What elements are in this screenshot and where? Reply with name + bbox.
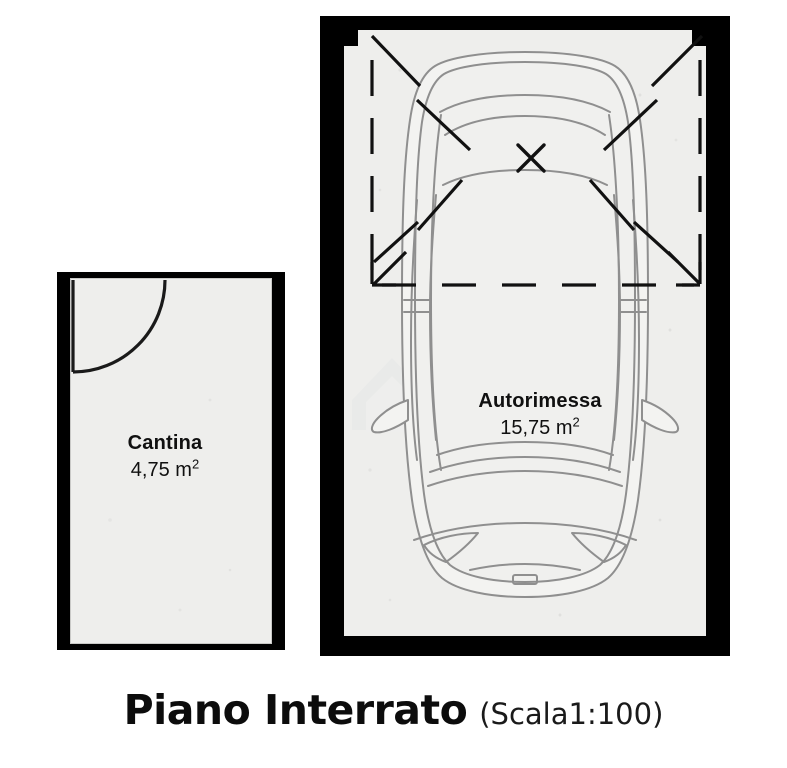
room-autorimessa bbox=[320, 16, 730, 656]
car-license-plate bbox=[512, 574, 538, 585]
clearance-arrow-outer-top-left bbox=[370, 34, 422, 88]
car-bumper-line bbox=[413, 522, 637, 541]
car-side-skirt-right bbox=[632, 199, 640, 461]
autorimessa-room-area: 15,75 m2 bbox=[440, 414, 640, 440]
clearance-arrow-mid-left-upper bbox=[416, 178, 464, 232]
cantina-inner-outline bbox=[70, 278, 272, 644]
car-headlight-right bbox=[571, 532, 627, 563]
car-rear-window-edge bbox=[439, 94, 611, 113]
car-grille bbox=[469, 563, 581, 571]
car-window-left bbox=[429, 194, 437, 441]
car-cabin-front-edge bbox=[436, 441, 614, 456]
center-x-icon bbox=[516, 143, 546, 173]
cantina-room-name: Cantina bbox=[127, 432, 203, 454]
cantina-area-exponent: 2 bbox=[191, 456, 200, 472]
room-label-autorimessa: Autorimessa 15,75 m2 bbox=[440, 390, 640, 440]
autorimessa-wall-top bbox=[320, 16, 730, 30]
room-label-cantina: Cantina 4,75 m2 bbox=[60, 432, 270, 482]
plan-title: Piano Interrato (Scala1:100) bbox=[0, 686, 787, 734]
car-window-right bbox=[613, 194, 621, 441]
car-roof bbox=[414, 61, 636, 583]
clearance-arrow-mid-left-lower bbox=[372, 220, 420, 264]
car-top-view bbox=[370, 51, 680, 598]
car-side-skirt-left bbox=[410, 199, 418, 461]
autorimessa-wall-bottom bbox=[320, 636, 730, 656]
car-mirror-right bbox=[641, 399, 680, 434]
car-headlight-left bbox=[423, 532, 479, 563]
clearance-markers bbox=[370, 34, 704, 287]
clearance-arrow-mid-right-lower bbox=[632, 220, 680, 264]
car-mirror-left bbox=[370, 399, 409, 434]
autorimessa-area-value: 15,75 m bbox=[500, 417, 573, 439]
car-hood-seam-1 bbox=[429, 456, 621, 473]
autorimessa-area-exponent: 2 bbox=[572, 414, 580, 430]
plan-title-main: Piano Interrato bbox=[123, 686, 468, 734]
clearance-arrow-mid-right-upper bbox=[588, 178, 636, 232]
room-cantina bbox=[57, 272, 285, 650]
cantina-floor bbox=[70, 278, 272, 644]
autorimessa-wall-step-right bbox=[692, 16, 730, 636]
cantina-door-swing-arc bbox=[72, 279, 167, 374]
clearance-arrow-inner-top-right bbox=[602, 98, 659, 152]
car-rear-windshield bbox=[444, 115, 606, 136]
car-hood-seam-2 bbox=[427, 470, 623, 487]
garage-paper-texture bbox=[368, 68, 678, 617]
cantina-room-area: 4,75 m2 bbox=[60, 456, 270, 482]
clearance-arrow-outer-top-right bbox=[650, 34, 704, 88]
clearance-arrow-inner-top-left bbox=[415, 98, 472, 152]
autorimessa-wall-step-left bbox=[320, 16, 358, 636]
plan-title-scale: (Scala1:100) bbox=[479, 697, 664, 731]
cantina-area-value: 4,75 m bbox=[130, 459, 192, 481]
car-front-windshield bbox=[442, 169, 608, 186]
cantina-door bbox=[71, 279, 167, 374]
arrow-bottom-left bbox=[370, 250, 408, 287]
autorimessa-room-name: Autorimessa bbox=[478, 390, 602, 412]
